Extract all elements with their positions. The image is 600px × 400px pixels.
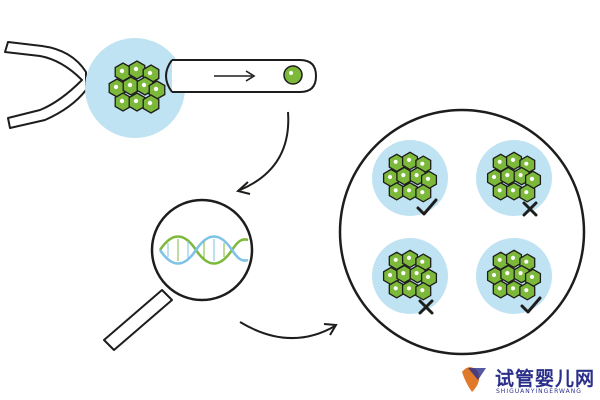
embryo-selection-panel <box>338 108 586 356</box>
dna-helix-icon <box>158 235 249 265</box>
source-embryo <box>85 38 185 138</box>
cross-icon <box>522 201 538 217</box>
check-icon <box>416 198 438 216</box>
curved-arrow-right <box>239 321 338 340</box>
magnifier-icon <box>103 198 254 351</box>
watermark-logo-icon <box>462 367 486 392</box>
embryo-top-right <box>476 140 552 217</box>
check-icon <box>520 296 542 314</box>
embryo-bottom-left <box>372 238 448 315</box>
watermark-text: 试管婴儿网 <box>495 368 596 390</box>
cross-icon <box>418 299 434 315</box>
curved-arrow-down <box>235 111 290 195</box>
embryo-bottom-right <box>476 238 552 314</box>
biopsy-needle-icon <box>165 59 318 93</box>
watermark-subtext: SHIGUANYINGERWANG <box>496 388 582 395</box>
embryo-top-left <box>372 140 448 216</box>
watermark: 试管婴儿网 SHIGUANYINGERWANG <box>455 362 600 400</box>
holding-pipette-icon <box>4 41 87 129</box>
